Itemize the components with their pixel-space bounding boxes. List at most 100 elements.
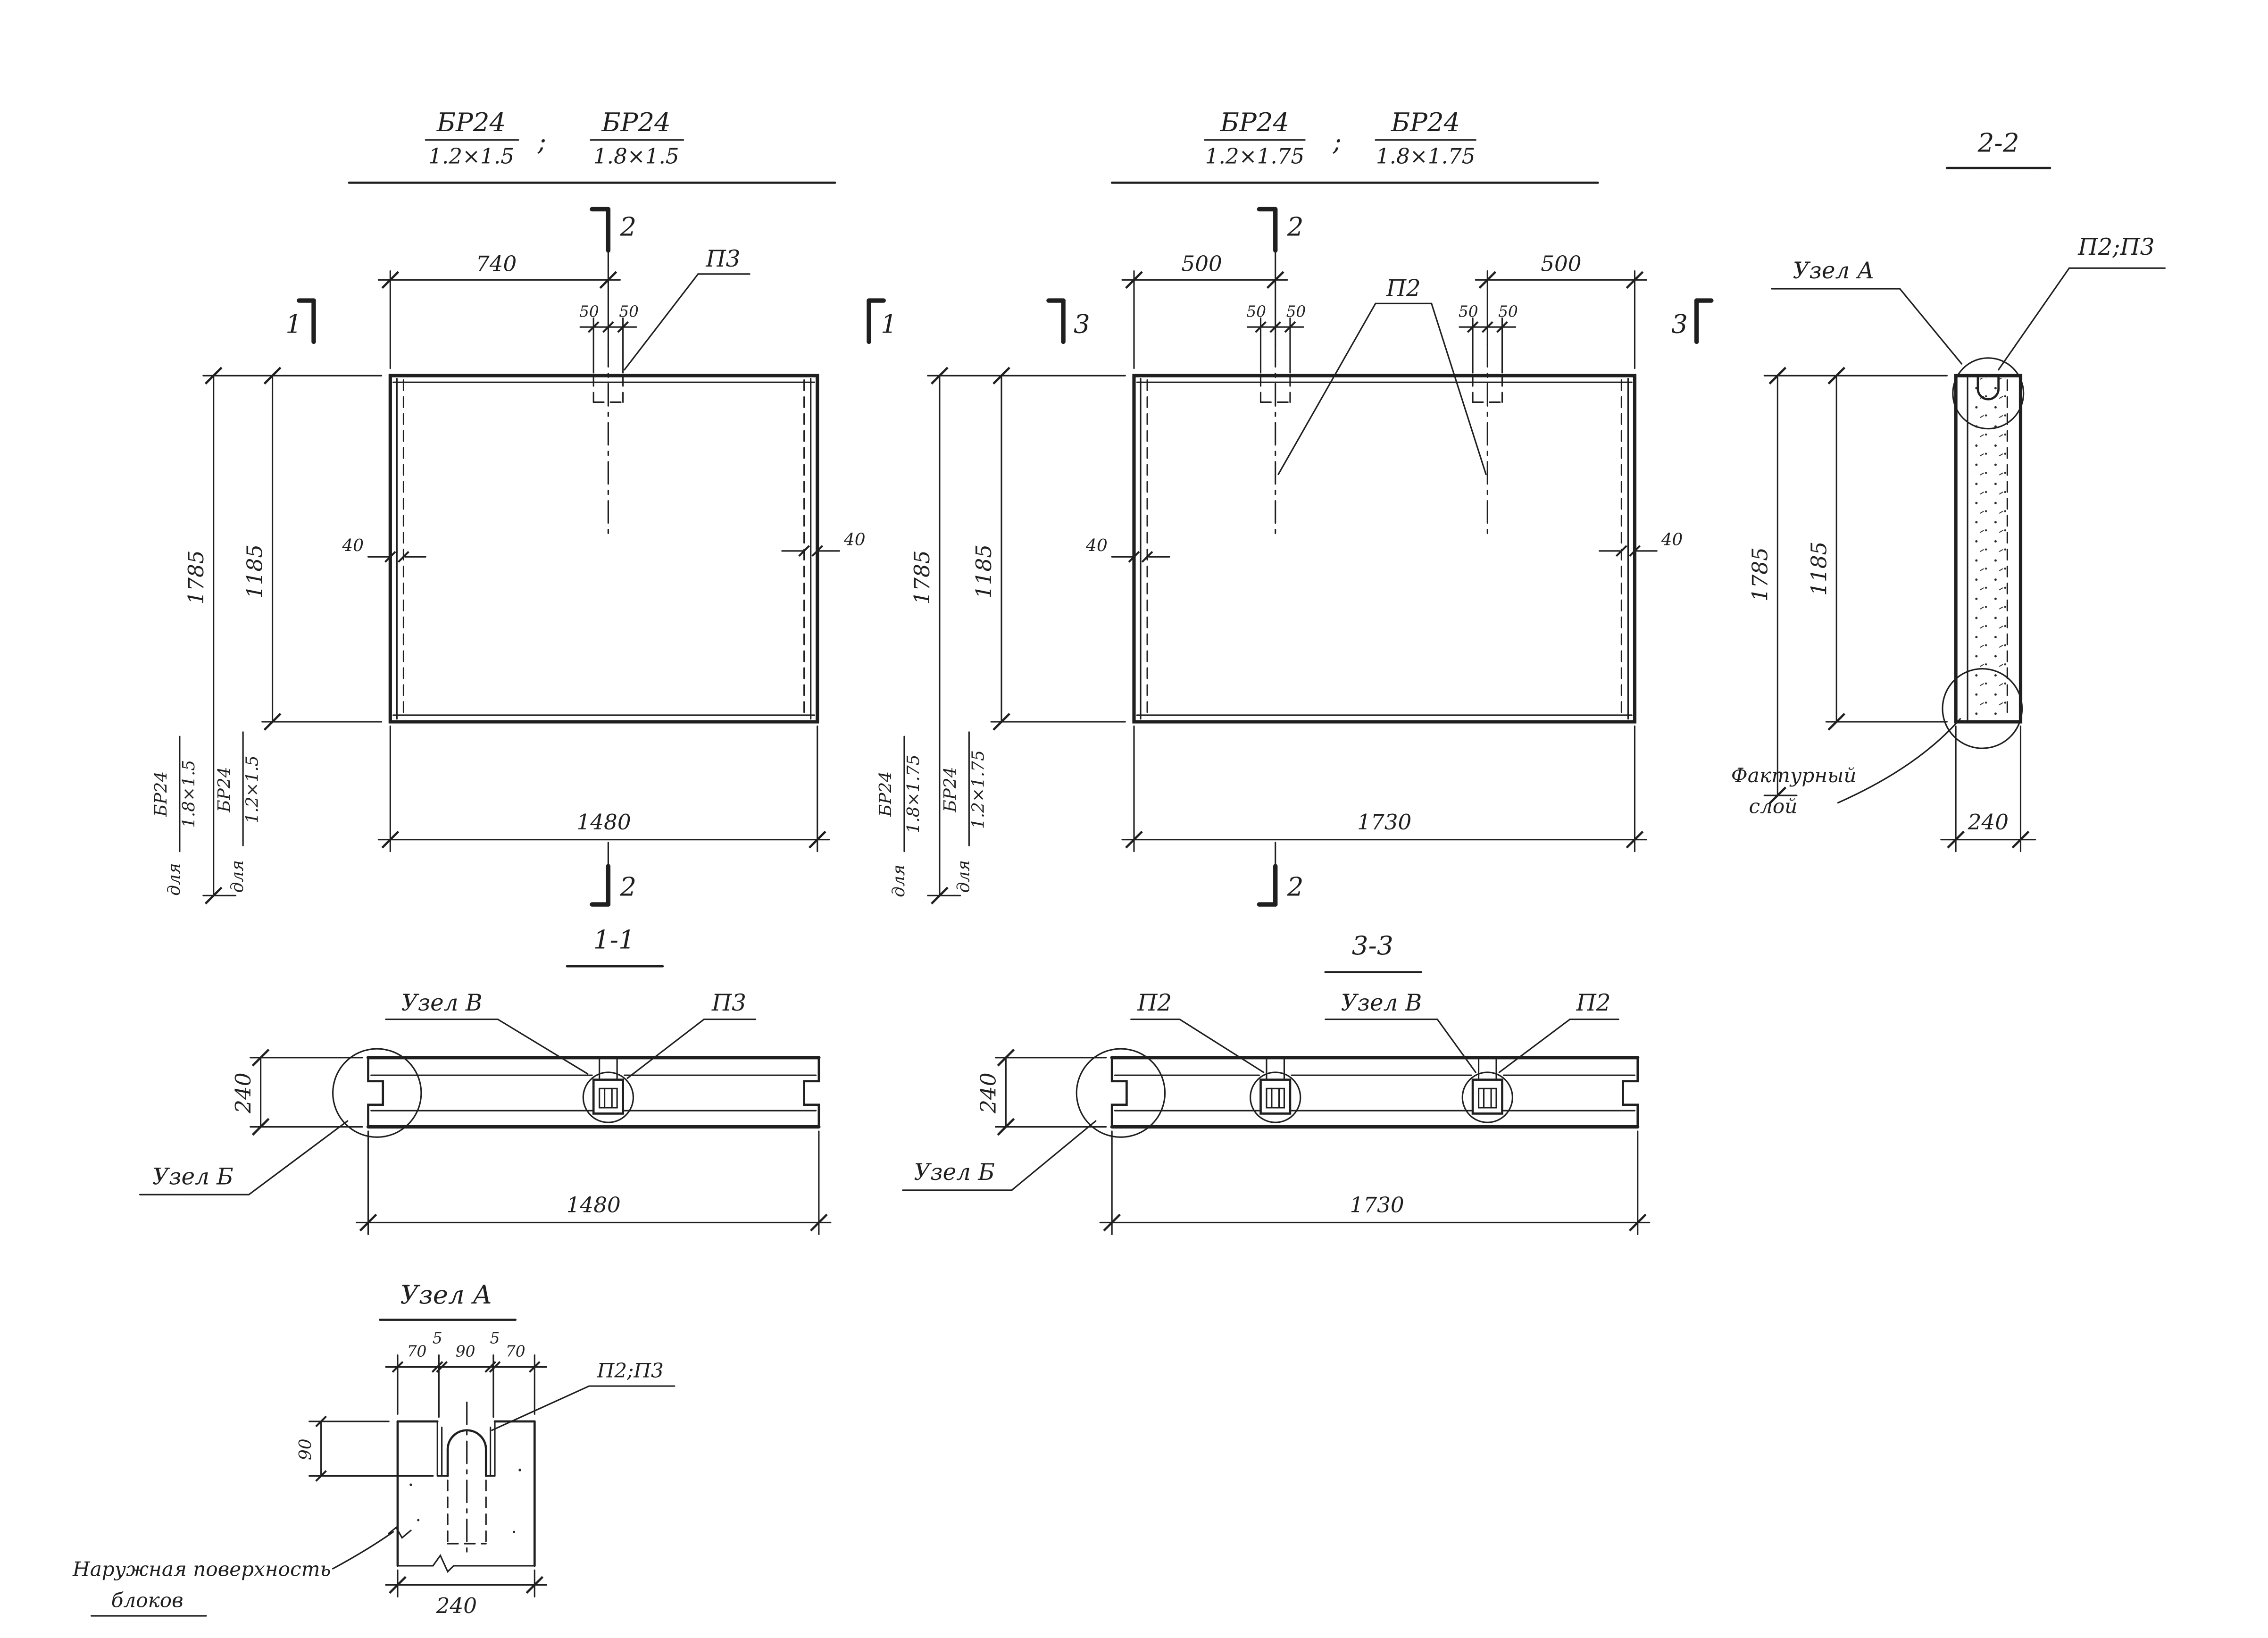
section33-label-uzel-b: Узел Б	[902, 1120, 1097, 1191]
view2-note-short-for: для	[954, 860, 973, 893]
uzela-dim-240: 240	[385, 1569, 547, 1618]
front-view-1: БР24 1.2×1.5 ; БР24 1.8×1.5	[151, 107, 897, 907]
uzel-a-label: Узел А	[1793, 258, 1875, 284]
section33-label-p2-left: П2	[1130, 990, 1265, 1073]
view2-cut-mark-2-bottom: 2	[1257, 842, 1304, 907]
uzela-label-outer-surface: Наружная поверхность блоков	[72, 1531, 394, 1617]
view1-p3-label: П3	[705, 246, 740, 272]
view1-title-sep: ;	[537, 126, 546, 157]
view1-note-short-for: для	[228, 860, 247, 893]
view2-mark-2-bottom-label: 2	[1287, 871, 1304, 902]
view2-dim-500-left-value: 500	[1181, 251, 1222, 276]
view1-dim-1785-value: 1785	[183, 550, 208, 604]
view1-mark-1-right-label: 1	[881, 309, 897, 339]
view2-mark-3-left-label: 3	[1074, 309, 1090, 339]
view2-dims-50-left: 50 50	[1246, 302, 1306, 374]
section-2-2: 2-2 Узел А П2;П3 1785	[1731, 128, 2166, 852]
section33-dim-240: 240	[976, 1050, 1107, 1135]
view2-mark-3-right-label: 3	[1671, 309, 1688, 339]
view2-dim-50-4: 50	[1498, 302, 1518, 320]
view1-dim-1185-value: 1185	[242, 544, 267, 599]
view2-note-short-num: БР24	[941, 767, 960, 812]
view2-title-num1: БР24	[1220, 107, 1289, 137]
section11-label-uzel-v: Узел В	[385, 990, 589, 1075]
view1-note-tall-for: для	[165, 863, 184, 895]
uzela-label-p2p3: П2;П3	[491, 1359, 675, 1431]
section11-p3-label: П3	[711, 990, 746, 1016]
view1-note-tall-den: 1.8×1.5	[179, 760, 199, 828]
section22-dim-1185-value: 1185	[1806, 542, 1831, 596]
view1-label-p3: П3	[624, 246, 750, 371]
section11-title: 1-1	[566, 925, 664, 968]
section22-dim-1185: 1185	[1806, 368, 1948, 730]
view2-mark-2-top-label: 2	[1287, 212, 1304, 242]
view1-slot-p3	[592, 344, 624, 534]
view1-cut-mark-1-left: 1	[285, 298, 316, 344]
view1-dim-1480-value: 1480	[576, 810, 631, 835]
uzela-title-text: Узел А	[400, 1279, 492, 1310]
view1-dim-1185: 1185	[242, 368, 383, 730]
factura-label-line1: Фактурный	[1731, 764, 1857, 787]
view1-dim-50-left: 50	[579, 302, 599, 320]
section33-label-p2-right: П2	[1498, 990, 1619, 1073]
view2-dim-40-right: 40	[1599, 530, 1683, 556]
view2-dim-50-1: 50	[1246, 302, 1266, 320]
section22-title: 2-2	[1946, 128, 2051, 169]
front-view-2: БР24 1.2×1.75 ; БР24 1.8×1.75	[876, 107, 1714, 907]
section11-dim-1480: 1480	[355, 1130, 832, 1235]
view2-dim-1185-value: 1185	[971, 544, 996, 599]
section33-label-uzel-v: Узел В	[1325, 990, 1476, 1073]
section22-dim-1785-value: 1785	[1747, 547, 1772, 602]
section33-bar	[1076, 1048, 1640, 1138]
section22-label-p2p3: П2;П3	[1998, 234, 2166, 371]
view2-note-short-den: 1.2×1.75	[969, 750, 988, 829]
uzel-b-callout-circle	[332, 1048, 422, 1138]
view1-title-den2: 1.8×1.5	[593, 144, 679, 169]
section11-dim-240: 240	[231, 1050, 363, 1135]
view2-p2-label: П2	[1386, 276, 1421, 302]
concrete-texture	[1969, 377, 2008, 720]
view2-dim-40-right-value: 40	[1661, 530, 1683, 549]
view1-dim-40-right-value: 40	[843, 530, 866, 549]
section33-channel-right	[1461, 1057, 1513, 1123]
view2-cut-mark-3-right: 3	[1671, 298, 1714, 344]
view1-mark-2-bottom-label: 2	[619, 871, 636, 902]
uzela-dim-5-left: 5	[433, 1329, 442, 1347]
view1-dim-50-right: 50	[619, 302, 639, 320]
section11-bar	[332, 1048, 821, 1138]
view2-slot-right	[1472, 344, 1503, 534]
view2-title-den1: 1.2×1.75	[1205, 144, 1305, 169]
uzel-a-callout-circle	[1952, 357, 2025, 430]
section33-uzel-v-label: Узел В	[1341, 990, 1422, 1016]
view1-dims-50: 50 50	[579, 302, 639, 374]
view2-cut-mark-2-top: 2	[1257, 207, 1304, 253]
view2-dim-500-right: 500	[1475, 251, 1648, 369]
uzela-dim-240-value: 240	[436, 1593, 477, 1618]
section11-label-p3: П3	[626, 990, 757, 1079]
view2-dims-50-right: 50 50	[1459, 302, 1518, 374]
uzela-p2p3-label: П2;П3	[597, 1359, 664, 1382]
view1-title-num2: БР24	[601, 107, 671, 137]
view2-dim-40-left: 40	[1085, 536, 1170, 562]
uzela-dim-90-value: 90	[296, 1438, 315, 1460]
section33-title-text: 3-3	[1352, 930, 1393, 961]
section22-title-text: 2-2	[1977, 128, 2019, 158]
view2-note-short: БР24 1.2×1.75 для	[941, 731, 988, 893]
view1-note-short: БР24 1.2×1.5 для	[215, 731, 262, 893]
view1-note-tall: БР24 1.8×1.5 для	[151, 735, 199, 896]
section11-channel-detail	[582, 1057, 634, 1123]
uzela-dim-90: 90	[456, 1343, 475, 1361]
view1-dim-40-left: 40	[342, 536, 426, 562]
view2-dim-1730: 1730	[1121, 725, 1648, 852]
view2-panel-outline	[1132, 374, 1637, 724]
section11-dim-1480-value: 1480	[567, 1193, 621, 1218]
view1-dim-1480: 1480	[377, 725, 830, 852]
view2-note-tall-for: для	[889, 864, 909, 897]
factura-label-line2: слой	[1749, 795, 1798, 818]
uzela-title: Узел А	[379, 1279, 517, 1321]
view2-dim-50-2: 50	[1286, 302, 1306, 320]
view2-cut-mark-3-left: 3	[1046, 298, 1090, 344]
section33-dim-1730: 1730	[1099, 1130, 1651, 1235]
section33-p2-right-label: П2	[1576, 990, 1611, 1016]
view1-title: БР24 1.2×1.5 ; БР24 1.8×1.5	[348, 107, 836, 184]
